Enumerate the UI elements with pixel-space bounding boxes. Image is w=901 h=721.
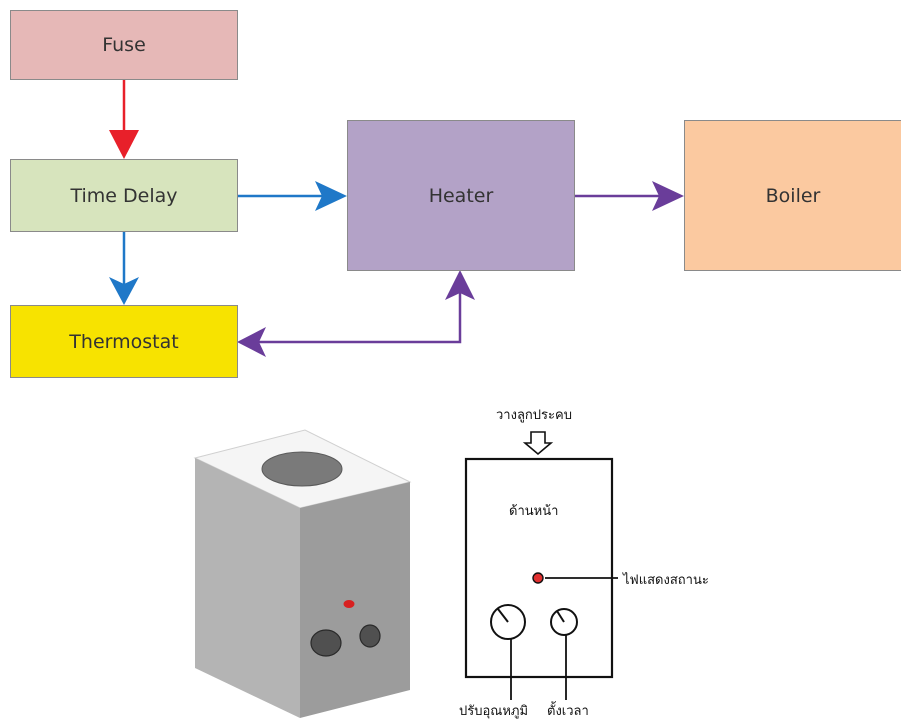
- arrow-fuse-to-time-delay: [109, 80, 139, 159]
- temperature-adjust-label: ปรับอุณหภูมิ: [459, 704, 529, 719]
- time-delay-box: Time Delay: [10, 159, 238, 232]
- arrow-time-delay-to-thermostat: [109, 232, 139, 305]
- arrow-heater-to-boiler: [574, 181, 684, 211]
- device-front-view: [464, 431, 618, 700]
- front-status-light: [532, 572, 544, 584]
- thermostat-label: Thermostat: [69, 330, 179, 353]
- temperature-knob-icon: [490, 604, 526, 700]
- place-compress-label: วางลูกประคบ: [496, 408, 572, 423]
- set-timer-label: ตั้งเวลา: [547, 704, 589, 719]
- front-view-outline: [464, 457, 614, 679]
- device-3d-illustration: [193, 429, 412, 718]
- flowchart-connectors: [109, 80, 684, 357]
- device-timer-knob: [359, 624, 381, 648]
- device-left-face: [195, 458, 300, 718]
- boiler-label: Boiler: [765, 184, 821, 207]
- place-compress-arrow-icon: [522, 431, 554, 456]
- time-delay-label: Time Delay: [70, 184, 178, 207]
- thermostat-box: Thermostat: [10, 305, 238, 378]
- arrow-thermostat-heater-loop: [237, 270, 475, 357]
- status-light-label: ไฟแสดงสถานะ: [623, 573, 709, 588]
- heater-box: Heater: [347, 120, 575, 271]
- fuse-box: Fuse: [10, 10, 238, 80]
- device-status-light: [343, 600, 355, 608]
- timer-knob-icon: [550, 608, 578, 700]
- boiler-box: Boiler: [684, 120, 901, 271]
- device-front-face: [300, 482, 410, 718]
- device-top-face: [193, 429, 412, 509]
- device-temp-knob: [310, 629, 342, 657]
- device-top-hole: [261, 451, 343, 487]
- front-side-label: ด้านหน้า: [509, 504, 559, 519]
- fuse-label: Fuse: [102, 34, 146, 56]
- arrow-time-delay-to-heater: [237, 181, 347, 211]
- heater-label: Heater: [428, 184, 494, 207]
